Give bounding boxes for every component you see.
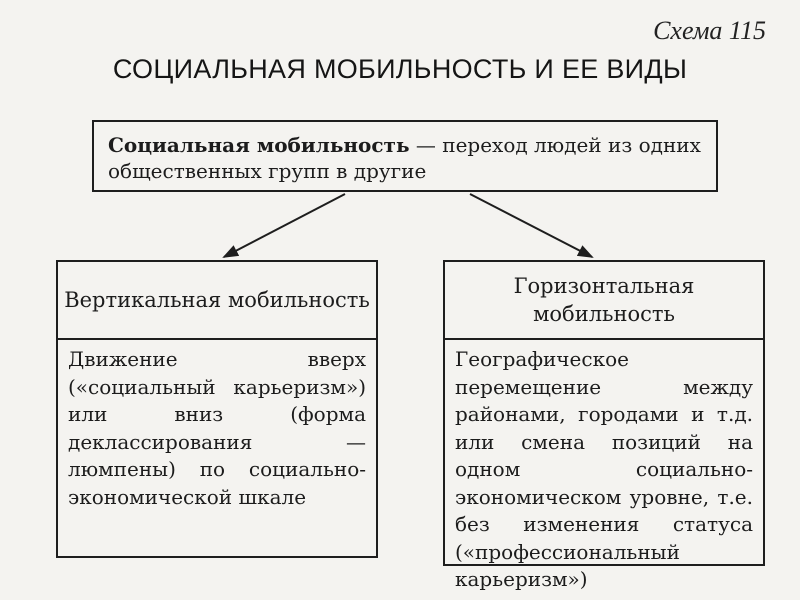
arrow-to-vertical	[222, 193, 346, 258]
horizontal-mobility-heading-box: Горизонтальная мобильность	[443, 260, 765, 340]
scheme-number-label: Схема 115	[653, 16, 766, 45]
arrow-to-horizontal	[469, 193, 594, 258]
vertical-mobility-description-box: Движение вверх («социальный карьеризм») …	[56, 338, 378, 558]
vertical-mobility-heading: Вертикальная мобильность	[64, 288, 370, 312]
diagram-title: СОЦИАЛЬНАЯ МОБИЛЬНОСТЬ И ЕЕ ВИДЫ	[112, 54, 688, 84]
horizontal-mobility-heading: Горизонтальная мобильность	[513, 274, 695, 326]
definition-box: Социальная мобильность — переход людей и…	[92, 120, 718, 192]
definition-text: — переход людей из одних общественных гр…	[108, 133, 701, 183]
vertical-mobility-heading-box: Вертикальная мобильность	[56, 260, 378, 340]
vertical-mobility-description: Движение вверх («социальный карьеризм») …	[68, 347, 366, 509]
definition-term: Социальная мобильность	[108, 133, 410, 157]
horizontal-mobility-description: Географическое перемещение между районам…	[455, 347, 753, 591]
horizontal-mobility-description-box: Географическое перемещение между районам…	[443, 338, 765, 591]
